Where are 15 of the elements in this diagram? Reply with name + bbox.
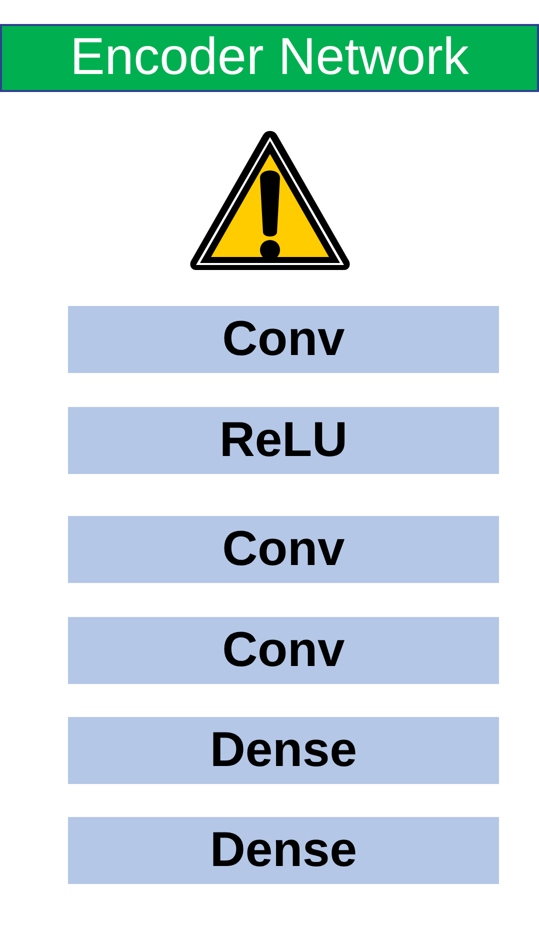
layer-box [68, 407, 499, 474]
layer-box [68, 516, 499, 583]
layer-label: Conv [222, 522, 345, 576]
layer-box [68, 306, 499, 373]
layer-label: Dense [210, 724, 358, 778]
layer-label: Dense [210, 824, 358, 878]
layer-label: Conv [222, 624, 345, 678]
layer-box [68, 717, 499, 784]
title-text: Encoder Network [70, 29, 469, 87]
layer-label: ReLU [220, 414, 348, 468]
layer-label: Conv [222, 312, 345, 366]
title-box [0, 24, 539, 92]
layer-box [68, 817, 499, 884]
warning-icon [188, 128, 352, 273]
layer-box [68, 617, 499, 684]
